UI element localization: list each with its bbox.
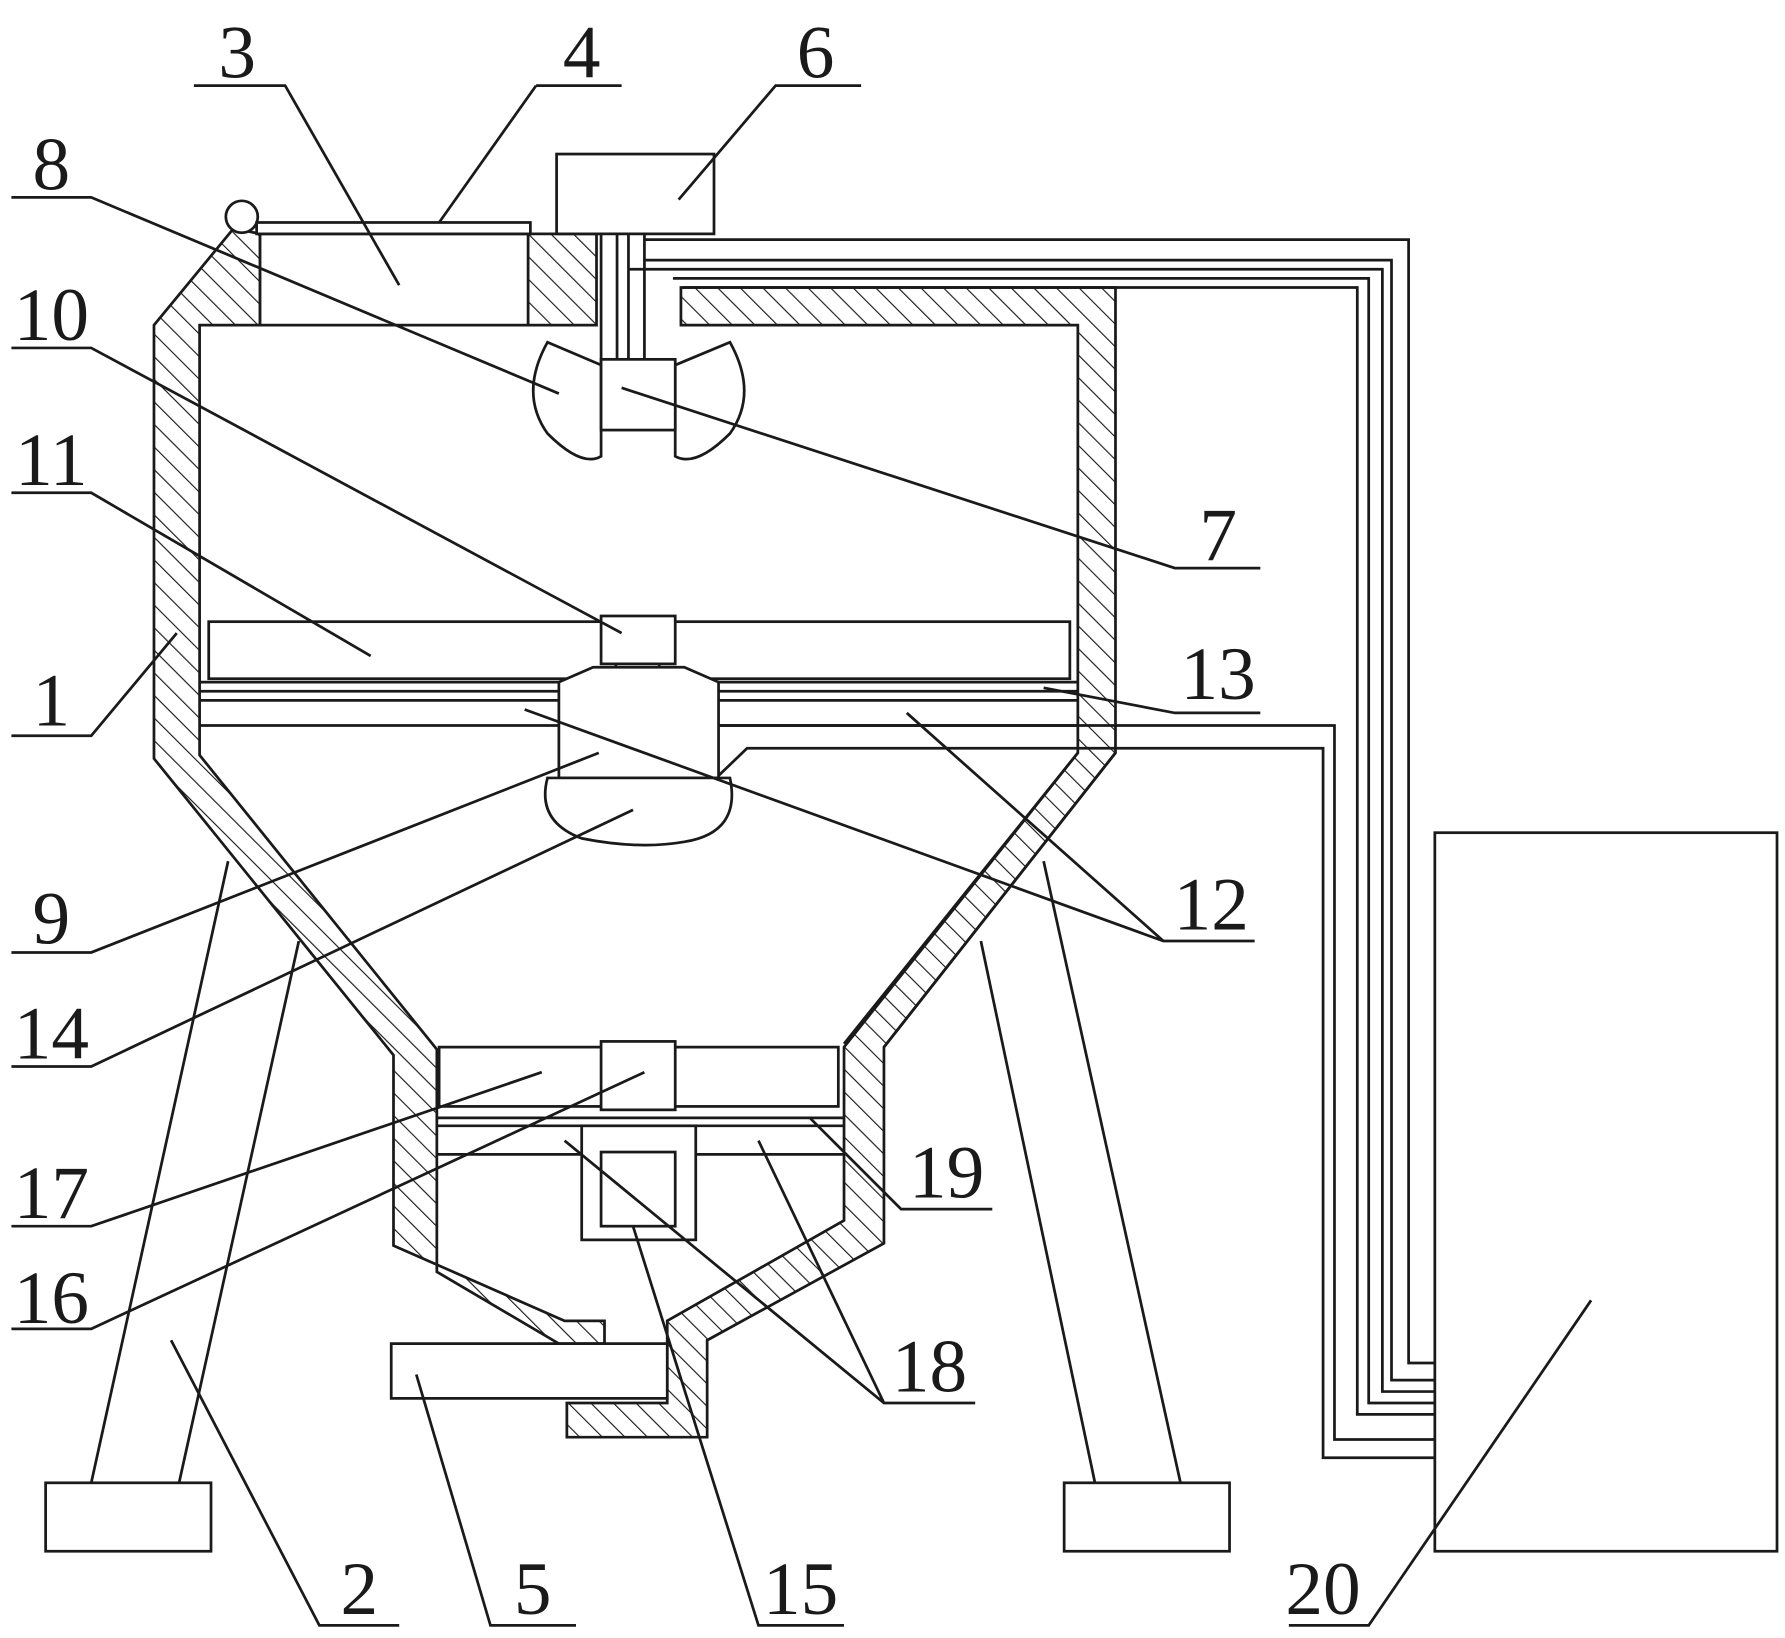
label-14: 14: [14, 993, 89, 1076]
lid: [257, 222, 531, 233]
outlet: [391, 1344, 667, 1399]
shaft-core: [617, 234, 628, 362]
label-16: 16: [14, 1257, 89, 1340]
hinge: [226, 201, 258, 233]
label-4: 4: [563, 12, 601, 95]
label-15: 15: [763, 1548, 838, 1631]
stirring-blade-right: [675, 342, 744, 459]
label-10: 10: [14, 274, 89, 357]
feed-inlet: [260, 234, 528, 325]
label-13: 13: [1181, 633, 1256, 716]
foot-left: [46, 1483, 211, 1551]
label-20: 20: [1285, 1548, 1360, 1631]
top-plate: [528, 234, 596, 325]
drive-block: [559, 667, 719, 778]
label-7: 7: [1199, 494, 1237, 577]
lower-motor-inner: [601, 1152, 675, 1226]
foot-right: [1064, 1483, 1229, 1551]
label-17: 17: [14, 1152, 89, 1235]
label-5: 5: [514, 1548, 552, 1631]
label-19: 19: [909, 1132, 984, 1215]
label-12: 12: [1174, 864, 1249, 947]
motor: [557, 154, 714, 234]
label-8: 8: [33, 123, 71, 206]
hub: [601, 359, 675, 430]
label-9: 9: [33, 877, 71, 960]
label-1: 1: [33, 659, 71, 742]
label-11: 11: [15, 419, 87, 502]
stirring-blade-left: [533, 342, 601, 459]
label-2: 2: [340, 1548, 378, 1631]
label-18: 18: [892, 1326, 967, 1409]
label-3: 3: [218, 12, 256, 95]
control-box: [1435, 833, 1777, 1552]
rotary-joint: [601, 616, 675, 664]
scraper: [545, 778, 732, 845]
label-6: 6: [797, 12, 835, 95]
